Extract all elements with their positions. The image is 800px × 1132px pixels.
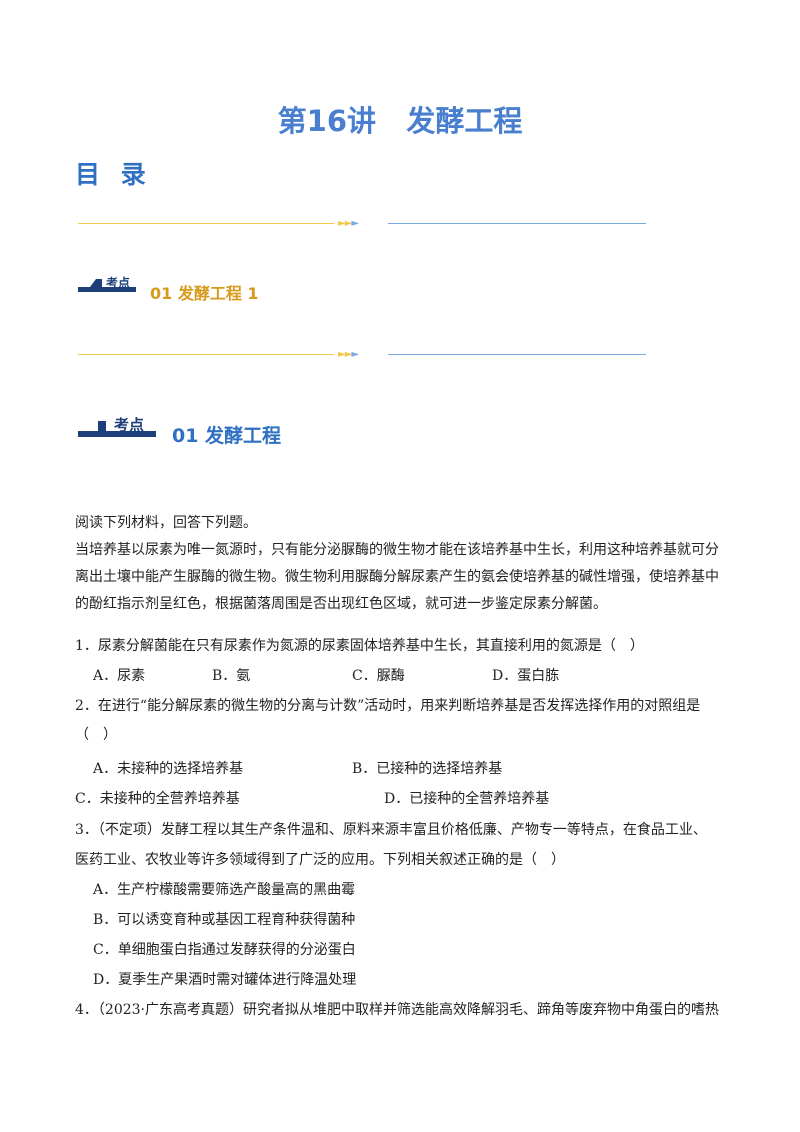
arrow-icon: ►►► [338,218,359,229]
section-badge: 考点 [78,416,160,437]
section-title: 01 发酵工程 [172,425,282,447]
arrow-icon: ►►► [338,349,359,360]
lecture-topic: 发酵工程 [406,104,523,138]
toc-entry[interactable]: 01 发酵工程 1 [150,284,259,303]
material-paragraph: 当培养基以尿素为唯一氮源时，只有能分泌脲酶的微生物才能在该培养基中生长，利用这种… [75,537,725,618]
material-line: 离出土壤中能产生脲酶的微生物。微生物利用脲酶分解尿素产生的氨会使培养基的碱性增强… [75,569,719,585]
q3-option-a: A．生产柠檬酸需要筛选产酸量高的黑曲霉 [93,882,356,898]
material-line: 的酚红指示剂呈红色，根据菌落周围是否出现红色区域，就可进一步鉴定尿素分解菌。 [75,596,607,612]
toc-divider-top: ►►► [78,218,646,230]
q2-stem: 2．在进行“能分解尿素的微生物的分离与计数”活动时，用来判断培养基是否发挥选择作… [75,698,701,714]
q2-option-a: A．未接种的选择培养基 [93,761,244,777]
toc-badge: 考点 [78,276,140,292]
toc-heading: 目 录 [75,160,152,189]
q1-option-a: A．尿素 [93,668,146,684]
toc-divider-bottom: ►►► [78,349,646,361]
q1-stem: 1．尿素分解菌能在只有尿素作为氮源的尿素固体培养基中生长，其直接利用的氮源是（ … [75,638,644,654]
q3-option-c: C．单细胞蛋白指通过发酵获得的分泌蛋白 [93,942,356,958]
q3-option-b: B．可以诱变育种或基因工程育种获得菌种 [93,912,356,928]
q2-option-b: B．已接种的选择培养基 [352,761,503,777]
q4-stem: 4．（2023·广东高考真题）研究者拟从堆肥中取样并筛选能高效降解羽毛、蹄角等废… [75,1002,719,1018]
q2-option-c: C．未接种的全营养培养基 [75,791,240,807]
q3-stem-cont: 医药工业、农牧业等许多领域得到了广泛的应用。下列相关叙述正确的是（ ） [75,852,565,868]
q1-option-d: D．蛋白胨 [492,668,560,684]
q2-stem-blank: （ ） [75,727,117,743]
q1-option-b: B．氨 [212,668,251,684]
q3-option-d: D．夏季生产果酒时需对罐体进行降温处理 [93,972,357,988]
badge-label: 考点 [106,276,131,290]
lecture-number: 第16讲 [277,104,377,138]
intro-text: 阅读下列材料，回答下列题。 [75,515,257,531]
badge-label: 考点 [114,416,145,434]
material-line: 当培养基以尿素为唯一氮源时，只有能分泌脲酶的微生物才能在该培养基中生长，利用这种… [75,542,719,558]
q3-stem: 3．（不定项）发酵工程以其生产条件温和、原料来源丰富且价格低廉、产物专一等特点，… [75,822,707,838]
q1-option-c: C．脲酶 [352,668,405,684]
page-title: 第16讲 发酵工程 [0,98,800,140]
q2-option-d: D．已接种的全营养培养基 [384,791,550,807]
